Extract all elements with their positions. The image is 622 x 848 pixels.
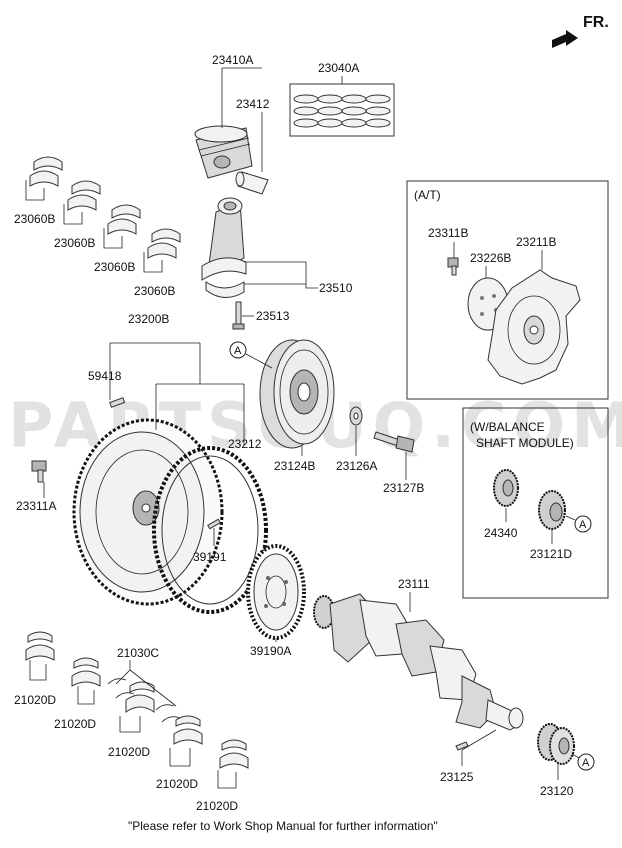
target-wheel-drawing — [246, 544, 306, 640]
conn-rod-bearing-leaders — [25, 180, 163, 273]
part-label-23212: 23212 — [228, 437, 262, 451]
part-label-39190a: 39190A — [250, 644, 291, 658]
part-label-23124b: 23124B — [274, 459, 315, 473]
conn-rod-bearings-drawing — [29, 156, 181, 259]
part-label-23311b: 23311B — [428, 226, 468, 240]
balance-shaft-section-title-1: (W/BALANCE — [470, 420, 545, 434]
balance-gear-drawing — [493, 469, 519, 507]
at-section-title: (A/T) — [414, 188, 441, 202]
drive-plate-drawing — [487, 269, 581, 385]
piston-drawing — [194, 125, 253, 179]
footer-note: "Please refer to Work Shop Manual for fu… — [128, 819, 438, 833]
part-label-23200b: 23200B — [128, 312, 169, 326]
part-label-21020d-1: 21020D — [14, 693, 56, 707]
thrust-washers-drawing — [107, 678, 181, 723]
balance-shaft-section-title-2: SHAFT MODULE) — [476, 436, 574, 450]
part-label-21020d-4: 21020D — [156, 777, 198, 791]
part-label-21020d-2: 21020D — [54, 717, 96, 731]
part-label-23410a: 23410A — [212, 53, 253, 67]
pin-drawing — [207, 518, 221, 530]
at-bolt-drawing — [447, 257, 459, 276]
flywheel-bolt-drawing — [31, 460, 47, 483]
part-label-23211b: 23211B — [516, 235, 556, 249]
part-label-23060b-2: 23060B — [54, 236, 95, 250]
conn-rod-bolt-drawing — [232, 301, 245, 330]
dowel-pin-drawing — [109, 397, 126, 408]
damper-pulley-drawing — [259, 339, 335, 449]
part-label-23226b: 23226B — [470, 251, 511, 265]
part-label-23111: 23111 — [398, 577, 430, 591]
balance-sprocket-drawing — [538, 490, 566, 530]
part-label-21020d-5: 21020D — [196, 799, 238, 813]
part-label-23060b-3: 23060B — [94, 260, 135, 274]
reference-callout-a-balance: A — [574, 515, 592, 533]
pulley-bolt-drawing — [373, 431, 415, 453]
svg-text:A: A — [579, 519, 587, 531]
piston-rings-drawing — [289, 83, 395, 137]
part-label-23510: 23510 — [319, 281, 353, 295]
part-label-23120: 23120 — [540, 784, 574, 798]
reference-callout-a-crank: A — [577, 753, 595, 771]
part-label-23121d: 23121D — [530, 547, 572, 561]
part-label-23126a: 23126A — [336, 459, 377, 473]
piston-pin-drawing — [235, 171, 269, 195]
part-label-23040a: 23040A — [318, 61, 359, 75]
part-label-24340: 24340 — [484, 526, 518, 540]
part-label-23125: 23125 — [440, 770, 474, 784]
svg-text:A: A — [234, 345, 242, 357]
part-label-23060b-1: 23060B — [14, 212, 55, 226]
front-arrow-icon — [552, 30, 578, 48]
main-bearings-drawing — [25, 631, 249, 769]
part-label-59418: 59418 — [88, 369, 122, 383]
reference-callout-a-pulley: A — [229, 341, 247, 359]
part-label-23311a: 23311A — [16, 499, 56, 513]
bearing-leaders — [29, 660, 237, 789]
crank-key-drawing — [455, 741, 469, 751]
direction-label: FR. — [583, 14, 609, 31]
part-label-21020d-3: 21020D — [108, 745, 150, 759]
part-label-23412: 23412 — [236, 97, 270, 111]
crankshaft-drawing — [313, 593, 524, 731]
svg-text:A: A — [582, 757, 590, 769]
at-section-box — [406, 180, 609, 400]
part-label-23127b: 23127B — [383, 481, 424, 495]
balance-shaft-section-box — [462, 407, 609, 599]
pulley-washer-drawing — [349, 406, 363, 426]
part-label-39191: 39191 — [193, 550, 227, 564]
part-label-23060b-4: 23060B — [134, 284, 175, 298]
part-label-21030c: 21030C — [117, 646, 159, 660]
ring-gear-drawing — [152, 446, 268, 614]
part-label-23513: 23513 — [256, 309, 290, 323]
crank-sprocket-drawing — [537, 723, 575, 765]
connecting-rod-drawing — [201, 197, 247, 298]
